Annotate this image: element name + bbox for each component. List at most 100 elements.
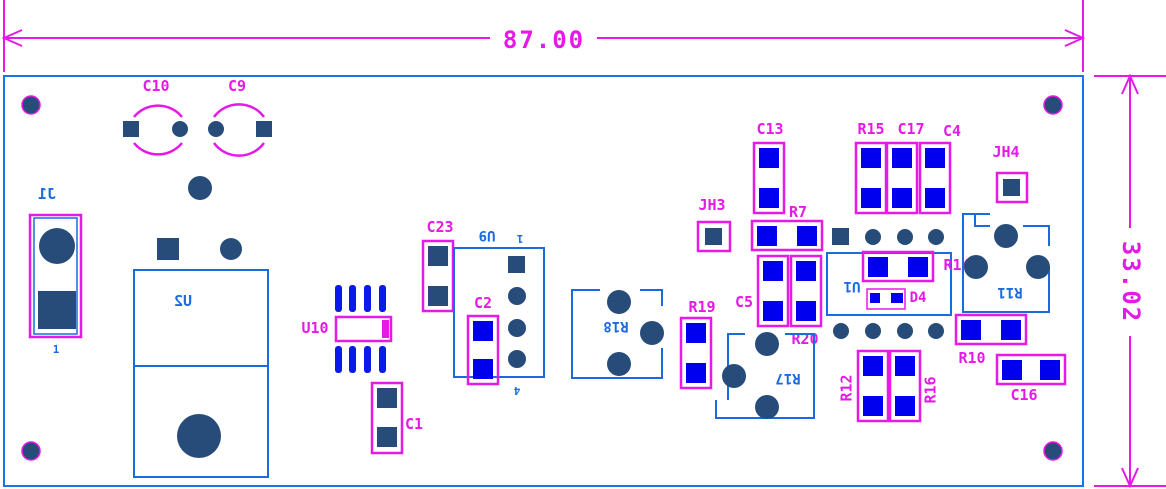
pad: [928, 323, 944, 339]
pad: [508, 350, 526, 368]
c16-label: C16: [1010, 386, 1037, 404]
pad: [473, 321, 493, 341]
pad: [172, 121, 188, 137]
c13-label: C13: [756, 120, 783, 138]
r18-label: R18: [603, 318, 628, 334]
pad: [607, 352, 631, 376]
pad: [686, 323, 706, 343]
r16-label: R16: [922, 376, 940, 403]
component-c16: C16: [995, 353, 1067, 404]
pad: [1002, 360, 1022, 380]
u9-label: U9: [479, 227, 496, 243]
c5-label: C5: [735, 293, 753, 311]
pad: [897, 229, 913, 245]
u9-pin4-label: 4: [513, 384, 520, 397]
mounting-hole: [1043, 95, 1063, 115]
r17-label: R17: [775, 370, 800, 386]
component-r16: R16: [888, 349, 940, 423]
component-r17: R17: [715, 332, 815, 419]
pad: [759, 148, 779, 168]
j1-label: J1: [38, 185, 56, 203]
pad: [908, 257, 928, 277]
j1-pin-label: 1: [53, 343, 60, 356]
component-r19: R19: [679, 298, 716, 390]
component-r15: R15: [854, 120, 888, 215]
component-c13: C13: [752, 120, 786, 215]
pad: [208, 121, 224, 137]
component-d4: D4: [866, 288, 927, 310]
pad: [220, 238, 242, 260]
component-c4: C4: [918, 122, 961, 215]
pad: [377, 427, 397, 447]
pad: [861, 188, 881, 208]
pad: [508, 256, 525, 273]
pad: [897, 323, 913, 339]
pad: [763, 261, 783, 281]
u2-label: U2: [174, 292, 192, 310]
component-c9: C9: [208, 77, 272, 157]
pad: [256, 121, 272, 137]
component-jh3: JH3: [696, 196, 732, 253]
c23-label: C23: [426, 218, 453, 236]
pad: [763, 301, 783, 321]
pad: [832, 228, 849, 245]
component-u9: U9 1 4: [453, 227, 545, 397]
pad: [38, 291, 76, 329]
mounting-hole: [21, 441, 41, 461]
pad: [797, 226, 817, 246]
pad: [39, 228, 75, 264]
height-dimension: [1094, 73, 1166, 489]
pad: [757, 226, 777, 246]
pad: [796, 301, 816, 321]
pad: [861, 148, 881, 168]
pad: [994, 224, 1018, 248]
component-r18: R18: [571, 289, 664, 379]
d4-label: D4: [910, 290, 927, 306]
pad: [473, 359, 493, 379]
pad: [796, 261, 816, 281]
c10-label: C10: [142, 77, 169, 95]
pad: [508, 319, 526, 337]
pad: [1001, 320, 1021, 340]
pad: [428, 286, 448, 306]
pad: [377, 388, 397, 408]
height-label: 33.02: [1117, 241, 1145, 323]
pad: [964, 255, 988, 279]
c17-label: C17: [897, 120, 924, 138]
pad: [686, 363, 706, 383]
pad: [1040, 360, 1060, 380]
pad: [865, 229, 881, 245]
component-u10: U10: [301, 285, 393, 373]
pad: [892, 148, 912, 168]
component-c10: C10: [123, 77, 188, 156]
pad: [640, 321, 664, 345]
pad: [722, 364, 746, 388]
u1-label: U1: [844, 278, 861, 294]
mounting-hole: [21, 95, 41, 115]
pad: [1003, 179, 1020, 196]
pad: [863, 396, 883, 416]
pad: [961, 320, 981, 340]
pad: [868, 257, 888, 277]
component-r14: R14: [861, 250, 971, 283]
pad: [759, 188, 779, 208]
c2-label: C2: [474, 294, 492, 312]
r12-label: R12: [838, 374, 856, 401]
component-u2: U2: [133, 176, 269, 478]
component-c1: C1: [370, 381, 423, 455]
pad: [925, 188, 945, 208]
u9-pin1-label: 1: [516, 232, 523, 245]
component-u1: U1: [826, 228, 952, 339]
component-c2: C2: [466, 294, 500, 386]
board-outline: [3, 75, 1084, 487]
component-r10: R10: [954, 313, 1028, 367]
width-label: 87.00: [503, 26, 585, 54]
pad: [705, 228, 722, 245]
pad: [928, 229, 944, 245]
pad: [870, 293, 880, 303]
pad: [157, 238, 179, 260]
r10-label: R10: [958, 349, 985, 367]
pad: [607, 290, 631, 314]
u10-label: U10: [301, 319, 328, 337]
